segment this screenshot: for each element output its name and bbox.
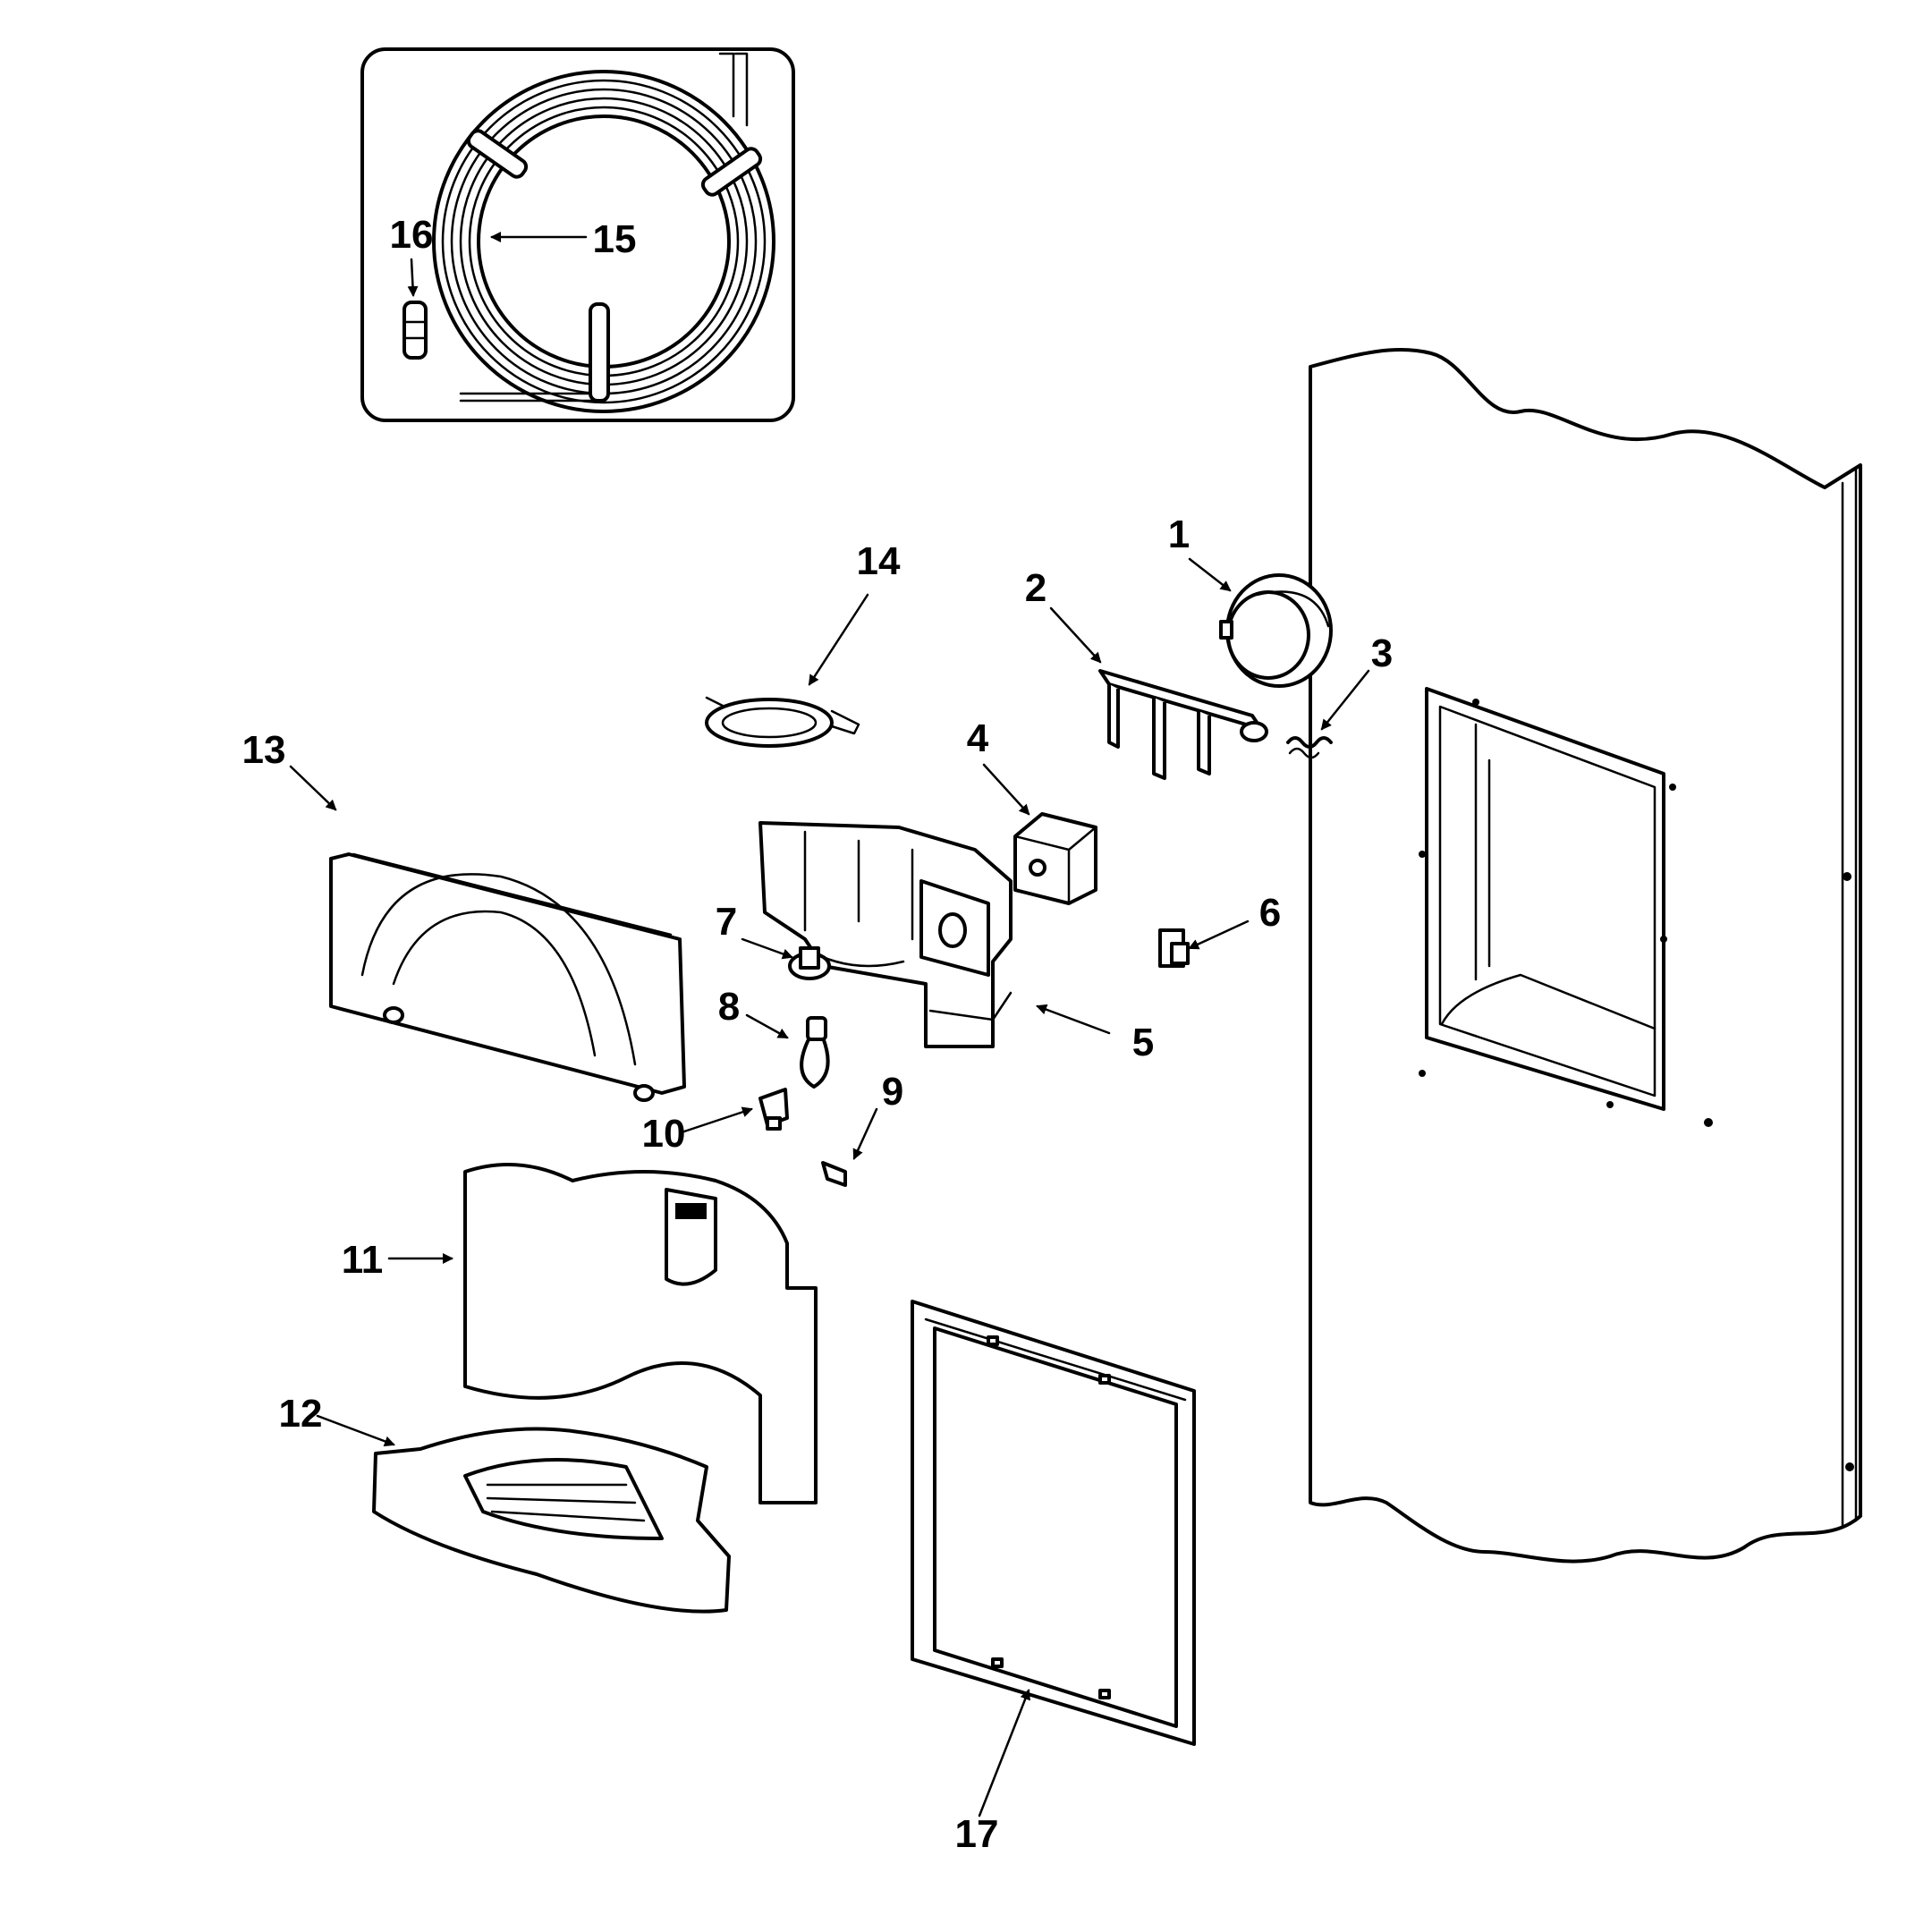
leader-arrow-12 (316, 1414, 395, 1447)
leader-arrow-13 (289, 765, 337, 811)
callout-11: 11 (342, 1238, 384, 1282)
part-10-fastener (758, 1088, 789, 1131)
leader-arrow-16 (407, 258, 419, 297)
tubing-inset-box (360, 47, 795, 422)
callout-15: 15 (593, 217, 637, 261)
callout-9: 9 (882, 1070, 903, 1114)
part-6-switch (1158, 928, 1190, 968)
callout-17: 17 (955, 1812, 999, 1856)
part-12-drip-tray (372, 1427, 731, 1614)
leader-arrows (289, 232, 1370, 1818)
part-3-spring (1286, 736, 1333, 759)
callout-6: 6 (1259, 891, 1281, 935)
leader-arrow-14 (808, 593, 869, 686)
callout-labels: 1 2 3 4 5 6 7 8 9 10 11 12 13 14 15 16 1… (242, 213, 1394, 1856)
callout-1: 1 (1168, 513, 1190, 556)
leader-arrow-3 (1320, 669, 1370, 731)
leader-arrow-2 (1049, 606, 1102, 664)
callout-7: 7 (716, 900, 737, 944)
callout-8: 8 (718, 985, 740, 1029)
callout-14: 14 (857, 539, 901, 583)
callout-10: 10 (642, 1112, 686, 1156)
leader-arrow-5 (1036, 1004, 1111, 1035)
leader-arrow-6 (1188, 919, 1250, 950)
part-7-lamp-socket (788, 946, 831, 980)
water-tubing-coil (432, 52, 775, 413)
leader-arrow-7 (741, 937, 793, 960)
part-14-ring-bracket (705, 696, 860, 748)
callout-4: 4 (967, 716, 989, 760)
part-13-trim-panel (329, 852, 686, 1102)
part-2-actuator-bracket (1098, 669, 1268, 780)
door-outer-panel (1309, 348, 1862, 1563)
callout-13: 13 (242, 728, 286, 772)
leader-arrow-17 (978, 1689, 1030, 1818)
part-8-light-bulb (800, 1016, 830, 1089)
part-17-frame (911, 1300, 1196, 1746)
part-4-solenoid (1013, 812, 1097, 905)
callout-12: 12 (279, 1392, 323, 1436)
part-11-front-panel (463, 1163, 818, 1504)
tubing-union-connector (402, 301, 428, 360)
callout-2: 2 (1025, 566, 1046, 610)
callout-3: 3 (1371, 631, 1393, 675)
callout-5: 5 (1132, 1021, 1154, 1064)
leader-arrow-1 (1188, 557, 1232, 592)
leader-arrow-9 (852, 1107, 878, 1160)
part-9-clip (821, 1161, 847, 1187)
leader-arrow-10 (682, 1106, 753, 1133)
part-1-light-housing (1219, 573, 1333, 688)
part-5-dispenser-housing (758, 821, 1013, 1048)
leader-arrow-4 (982, 763, 1030, 816)
leader-arrow-8 (745, 1013, 789, 1039)
callout-16: 16 (390, 213, 434, 257)
